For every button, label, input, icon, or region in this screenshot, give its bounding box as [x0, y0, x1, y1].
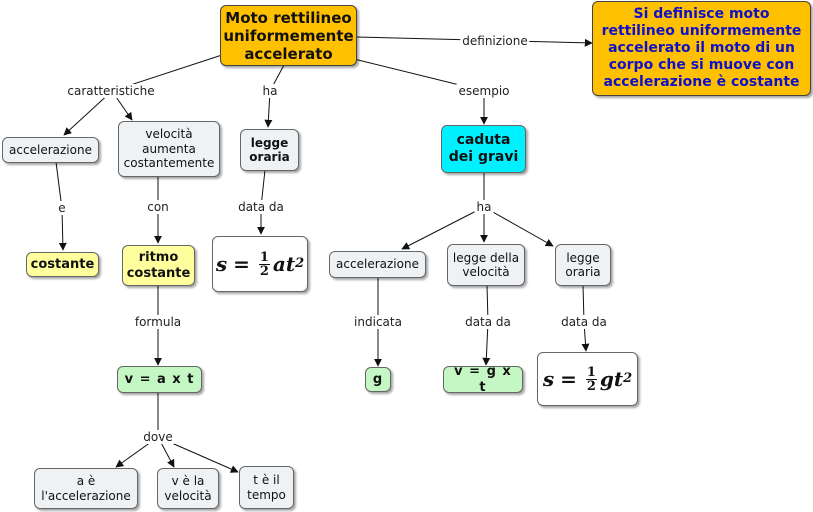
fraction-numerator: 1	[258, 249, 270, 265]
link-label-formula: formula	[132, 315, 184, 329]
fraction-numerator: 1	[585, 364, 597, 380]
node-accelerazione-caduta[interactable]: accelerazione	[329, 251, 426, 278]
formula-variables: at	[272, 252, 296, 276]
link-label-dove: dove	[141, 430, 175, 444]
link-label-ha-root: ha	[260, 84, 280, 98]
link-label-ha-caduta: ha	[474, 200, 494, 214]
node-velocita-aumenta[interactable]: velocità aumenta costantemente	[118, 121, 220, 177]
formula-exponent: 2	[295, 256, 305, 272]
node-v-velocita[interactable]: v è la velocità	[157, 468, 219, 509]
node-definizione[interactable]: Si definisce moto rettilineo uniformemen…	[592, 1, 811, 96]
link-label-indicata: indicata	[352, 315, 404, 329]
fraction-denominator: 2	[586, 378, 596, 394]
link-label-con: con	[145, 200, 171, 214]
node-a-accelerazione[interactable]: a è l'accelerazione	[34, 468, 138, 509]
node-caduta-dei-gravi[interactable]: caduta dei gravi	[441, 125, 526, 173]
formula-equals: =	[233, 252, 250, 276]
formula-fraction: 1 2	[585, 364, 597, 394]
node-costante[interactable]: costante	[26, 252, 99, 277]
link-label-caratteristiche: caratteristiche	[65, 84, 157, 98]
node-g[interactable]: g	[365, 367, 391, 392]
node-v-uguale-gt[interactable]: v = g x t	[443, 364, 523, 395]
formula-equals: =	[560, 367, 577, 391]
link-label-data-da-oraria: data da	[236, 200, 286, 214]
node-t-tempo[interactable]: t è il tempo	[239, 466, 294, 509]
formula-fraction: 1 2	[258, 249, 270, 279]
node-ritmo-costante[interactable]: ritmo costante	[122, 245, 195, 286]
node-accelerazione[interactable]: accelerazione	[2, 137, 99, 163]
formula-lhs: s	[542, 367, 555, 391]
node-legge-oraria-caduta[interactable]: legge oraria	[555, 244, 611, 286]
node-legge-della-velocita[interactable]: legge della velocità	[447, 244, 525, 286]
node-moto-rettilineo[interactable]: Moto rettilineo uniformemente accelerato	[220, 5, 357, 66]
link-label-e: e	[56, 201, 68, 215]
formula-exponent: 2	[623, 371, 633, 387]
formula-lhs: s	[215, 252, 228, 276]
link-label-definizione: definizione	[460, 34, 530, 48]
node-v-uguale-at[interactable]: v = a x t	[117, 366, 202, 393]
link-label-data-da-velocita: data da	[463, 315, 513, 329]
formula-variables: gt	[599, 367, 624, 391]
node-legge-oraria[interactable]: legge oraria	[240, 129, 299, 171]
fraction-denominator: 2	[259, 263, 269, 279]
link-label-esempio: esempio	[456, 84, 512, 98]
link-label-data-da-oraria2: data da	[559, 315, 609, 329]
